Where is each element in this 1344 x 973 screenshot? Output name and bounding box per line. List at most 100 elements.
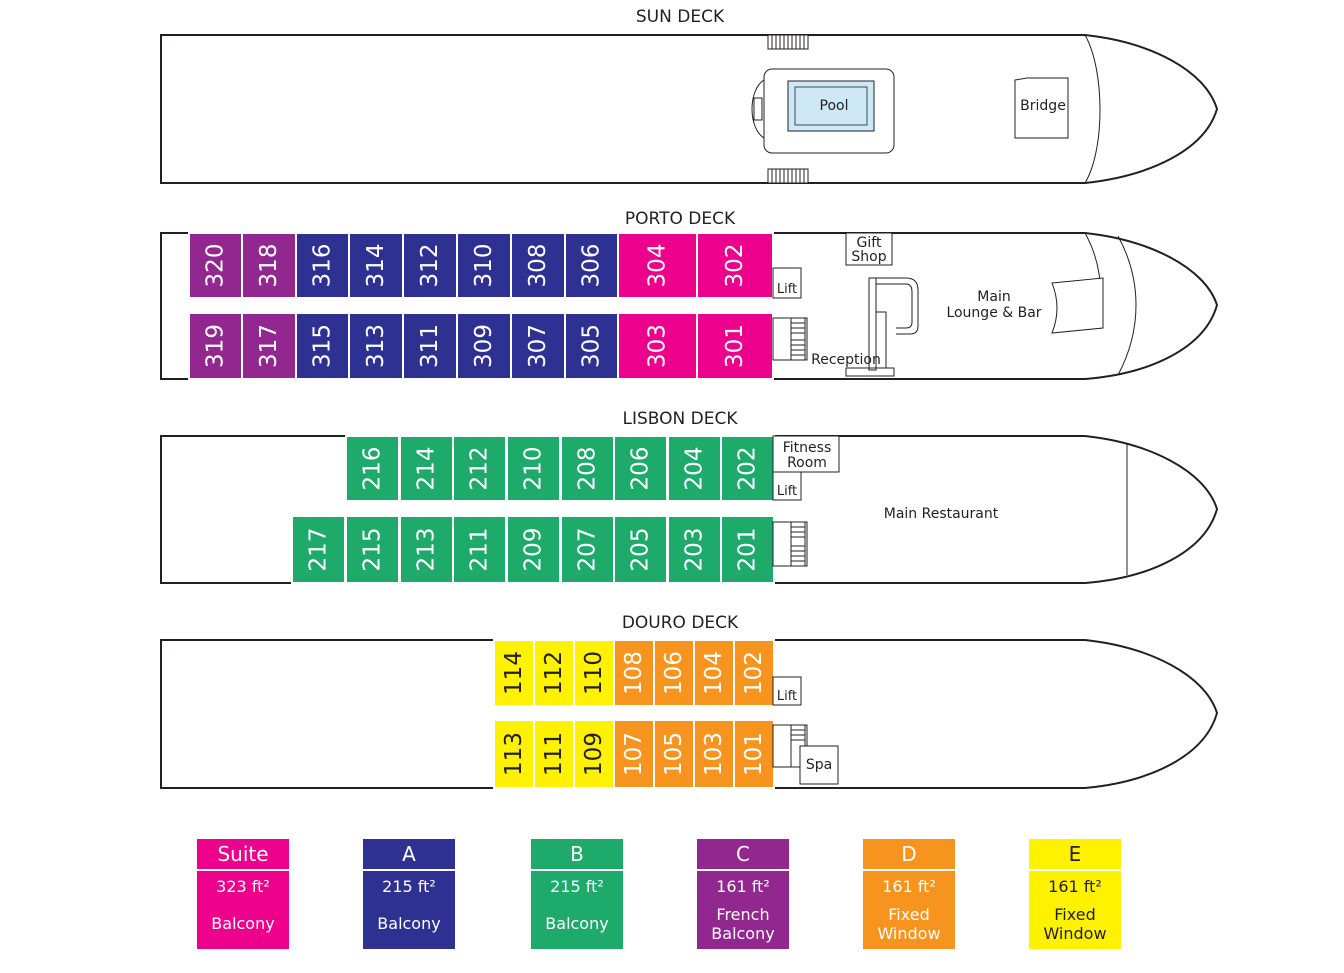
lounge-label-1: Main	[977, 289, 1010, 305]
legend-category: C	[697, 839, 789, 871]
sun-deck-title: SUN DECK	[636, 7, 725, 27]
legend-category: D	[863, 839, 955, 871]
porto-deck-title: PORTO DECK	[625, 209, 736, 229]
legend-cabin-type: Balcony	[531, 914, 623, 933]
cabin-215[interactable]	[345, 515, 400, 584]
legend-type-line: Balcony	[711, 924, 775, 943]
cabin-202[interactable]	[720, 435, 775, 502]
lift: Lift	[772, 267, 802, 299]
cabin-210[interactable]	[506, 435, 561, 502]
legend-type-line: Window	[1043, 924, 1107, 943]
cabin-209[interactable]	[506, 515, 561, 584]
cabin-111[interactable]	[533, 719, 575, 789]
cabin-201[interactable]	[720, 515, 775, 584]
cabin-number: 302	[722, 244, 748, 288]
lounge-label-2: Lounge & Bar	[946, 305, 1041, 321]
cabin-305[interactable]	[564, 312, 619, 380]
cabin-206[interactable]	[613, 435, 668, 502]
legend-size: 323 ft²	[216, 877, 270, 896]
cabin-number: 216	[360, 447, 386, 491]
legend-item-suite: Suite 323 ft² Balcony	[197, 839, 289, 949]
cabin-203[interactable]	[667, 515, 722, 584]
cabin-308[interactable]	[510, 232, 566, 299]
douro-deck-title: DOURO DECK	[622, 613, 739, 633]
cabin-304[interactable]	[617, 232, 698, 299]
cabin-306[interactable]	[564, 232, 619, 299]
porto-deck-hull	[160, 232, 1219, 380]
cabin-number: 212	[467, 447, 493, 491]
cabin-208[interactable]	[560, 435, 615, 502]
cabin-204[interactable]	[667, 435, 722, 502]
legend-type-line: Fixed	[1054, 905, 1096, 924]
legend-cabin-type: Balcony	[197, 914, 289, 933]
cabin-207[interactable]	[560, 515, 615, 584]
cabin-105[interactable]	[653, 719, 695, 789]
cabin-212[interactable]	[452, 435, 507, 502]
cabin-number: 319	[203, 324, 229, 368]
cabin-number: 210	[521, 447, 547, 491]
spa-label: Spa	[806, 757, 832, 773]
cabin-104[interactable]	[693, 639, 735, 707]
cabin-313[interactable]	[348, 312, 404, 380]
cabin-101[interactable]	[733, 719, 775, 789]
gift-shop-label-2: Shop	[851, 249, 886, 265]
cabin-302[interactable]	[696, 232, 774, 299]
lisbon-deck-hull	[160, 435, 1219, 584]
cabin-number: 301	[722, 324, 748, 368]
cabin-315[interactable]	[295, 312, 350, 380]
lift: Lift	[772, 471, 802, 501]
cabin-number: 307	[525, 324, 551, 368]
fitness-room: Fitness Room	[772, 435, 840, 473]
cabin-217[interactable]	[291, 515, 346, 584]
cabin-319[interactable]	[188, 312, 243, 380]
cabin-number: 316	[310, 244, 336, 288]
cabin-number: 217	[306, 528, 332, 572]
cabin-309[interactable]	[456, 312, 512, 380]
cabin-number: 202	[735, 447, 761, 491]
cabin-205[interactable]	[613, 515, 668, 584]
cabin-number: 205	[628, 528, 654, 572]
legend-type-line: Balcony	[377, 914, 441, 933]
cabin-number: 317	[256, 324, 282, 368]
cabin-106[interactable]	[653, 639, 695, 707]
cabin-307[interactable]	[510, 312, 566, 380]
cabin-312[interactable]	[402, 232, 458, 299]
cabin-number: 204	[682, 447, 708, 491]
cabin-311[interactable]	[402, 312, 458, 380]
cabin-107[interactable]	[613, 719, 655, 789]
cabin-316[interactable]	[295, 232, 350, 299]
cabin-number: 308	[525, 244, 551, 288]
cabin-213[interactable]	[399, 515, 454, 584]
lift-label: Lift	[777, 282, 797, 297]
legend-category: B	[531, 839, 623, 871]
cabin-310[interactable]	[456, 232, 512, 299]
cabin-number: 105	[661, 732, 687, 776]
cabin-number: 311	[417, 324, 443, 368]
cabin-number: 103	[701, 732, 727, 776]
cabin-number: 313	[363, 324, 389, 368]
cabin-214[interactable]	[399, 435, 454, 502]
gift-shop-label-1: Gift	[857, 235, 882, 251]
cabin-number: 109	[581, 732, 607, 776]
reception-desk	[845, 277, 919, 377]
gift-shop: Gift Shop	[845, 232, 893, 266]
cabin-number: 318	[256, 244, 282, 288]
cabin-number: 305	[579, 324, 605, 368]
cabin-number: 114	[501, 651, 527, 695]
cabin-112[interactable]	[533, 639, 575, 707]
legend-type-line: Balcony	[211, 914, 275, 933]
cabin-318[interactable]	[241, 232, 297, 299]
lift-label: Lift	[777, 484, 797, 499]
legend-size: 215 ft²	[382, 877, 436, 896]
cabin-102[interactable]	[733, 639, 775, 707]
cabin-number: 304	[645, 244, 671, 288]
cabin-314[interactable]	[348, 232, 404, 299]
legend-category: Suite	[197, 839, 289, 871]
